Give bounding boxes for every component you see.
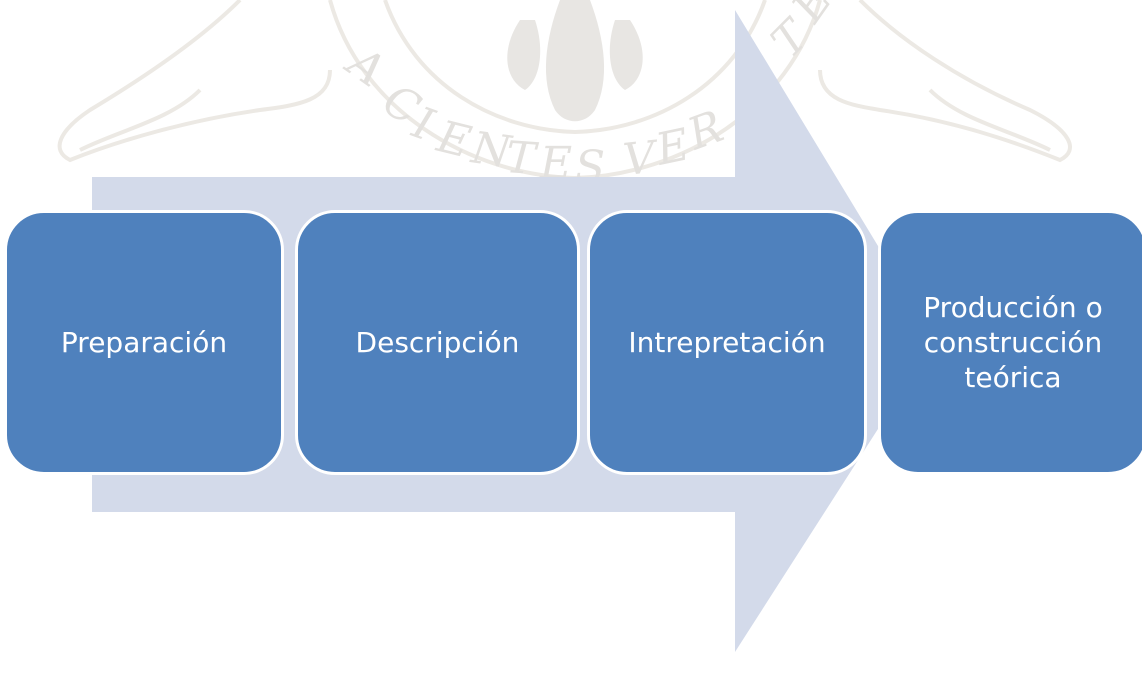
step-box-descripcion: Descripción (295, 210, 580, 475)
step-label: Producción o construcción teórica (923, 291, 1103, 394)
step-label: Descripción (355, 326, 520, 359)
svg-text:N: N (467, 122, 515, 178)
step-box-preparacion: Preparación (4, 210, 284, 475)
step-label: Preparación (60, 326, 228, 359)
step-box-produccion: Producción o construcción teórica (878, 210, 1142, 475)
step-label: Intrepretación (628, 326, 826, 359)
step-box-interpretacion: Intrepretación (587, 210, 867, 475)
